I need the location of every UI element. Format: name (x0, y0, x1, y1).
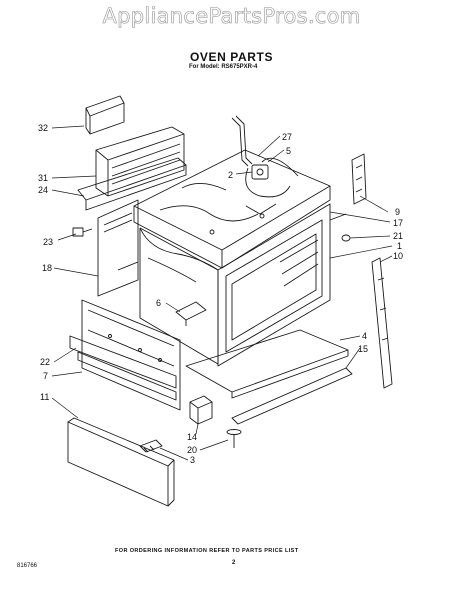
part-screw (226, 429, 242, 448)
part-small-bracket (175, 301, 207, 326)
part-drawer-panel (67, 417, 175, 507)
callout-18: 18 (42, 263, 52, 273)
callout-23: 23 (43, 237, 53, 247)
part-right-trim-strip (371, 257, 393, 389)
callout-22: 22 (40, 357, 50, 367)
part-bottom-trim (231, 367, 353, 425)
part-hinge-pieces (329, 213, 351, 242)
part-oven-top-panel (133, 149, 331, 269)
callout-20: 20 (187, 445, 197, 455)
callout-24: 24 (38, 185, 48, 195)
callout-31: 31 (38, 173, 48, 183)
callout-leaders (51, 125, 393, 461)
callout-15: 15 (358, 344, 368, 354)
callout-27: 27 (282, 132, 292, 142)
part-rear-vent-assembly (77, 126, 187, 211)
part-front-panel (69, 299, 181, 411)
part-clip (72, 227, 93, 237)
callout-11: 11 (40, 392, 49, 402)
part-drawer-clip (139, 439, 163, 453)
model-subtitle: For Model: RS675PXR-4 (189, 64, 258, 70)
callout-14: 14 (187, 432, 197, 442)
callout-1: 1 (397, 241, 402, 251)
part-left-side-panel (97, 199, 139, 297)
callout-9: 9 (395, 207, 400, 217)
figure-number: 816766 (17, 563, 38, 569)
part-oven-body (139, 203, 331, 367)
callout-21: 21 (393, 231, 403, 241)
part-igniter-wiring (231, 115, 299, 198)
part-vent-bracket (85, 95, 125, 135)
part-right-bracket (351, 153, 367, 205)
callout-6: 6 (156, 298, 161, 308)
callout-10: 10 (393, 251, 403, 261)
part-bottom-plate (185, 329, 349, 399)
watermark: AppliancePartsPros.com (102, 4, 361, 29)
callout-labels: 32 31 24 23 18 6 22 7 11 27 5 2 9 17 21 … (38, 123, 403, 465)
diagram-title: OVEN PARTS (189, 50, 274, 64)
callout-5: 5 (286, 146, 291, 156)
callout-17: 17 (393, 218, 403, 228)
page-number: 2 (232, 560, 236, 566)
part-small-box (189, 395, 213, 425)
callout-32: 32 (38, 123, 48, 133)
callout-4: 4 (362, 331, 367, 341)
callout-2: 2 (228, 170, 233, 180)
callout-3: 3 (190, 455, 195, 465)
callout-7: 7 (43, 371, 48, 381)
ordering-note: FOR ORDERING INFORMATION REFER TO PARTS … (115, 548, 299, 554)
